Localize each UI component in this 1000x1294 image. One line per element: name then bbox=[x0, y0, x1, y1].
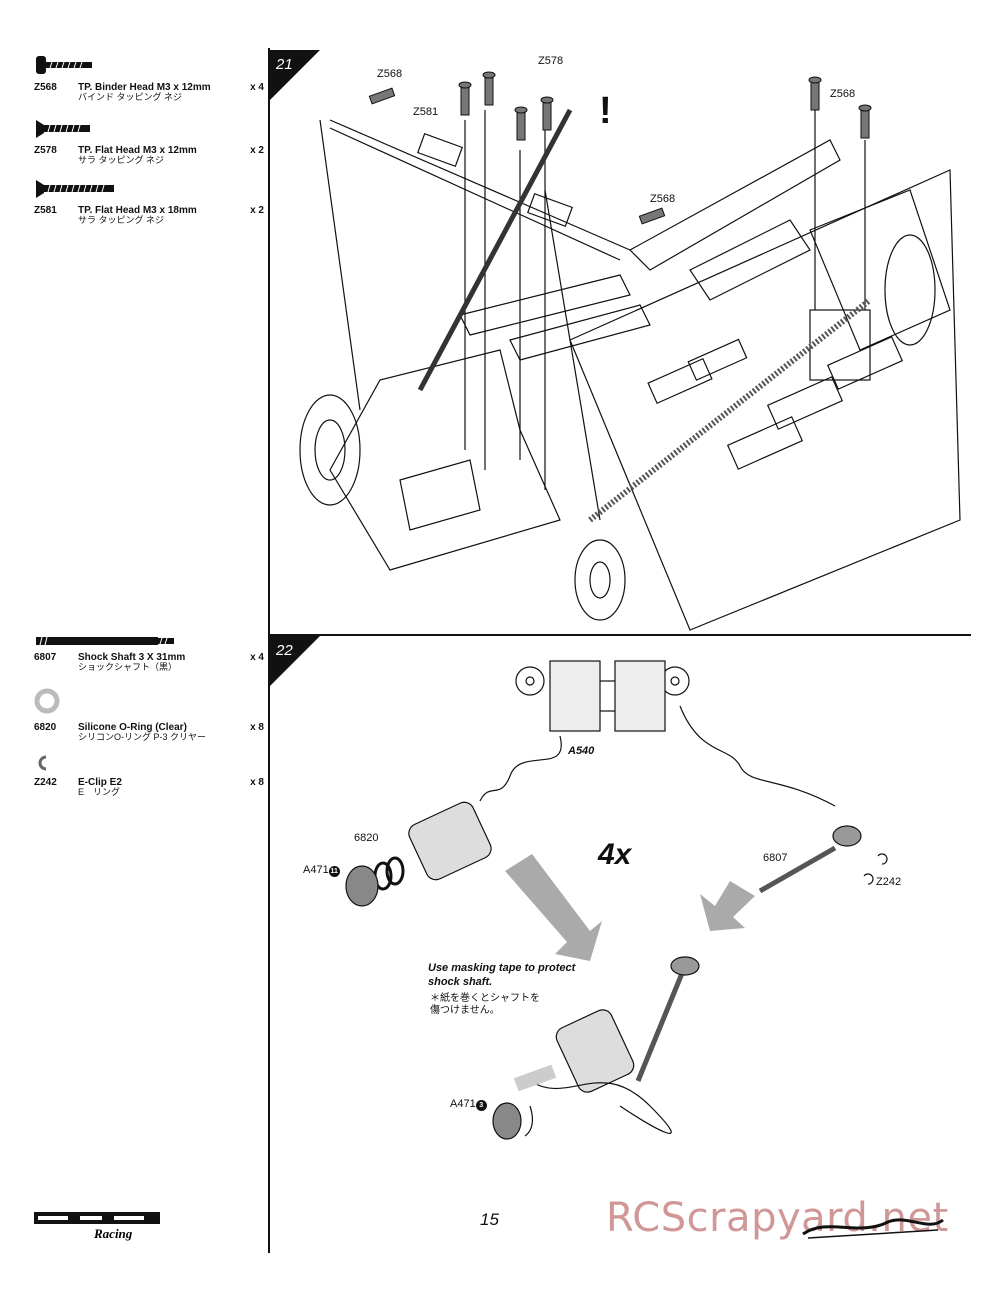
page-number: 15 bbox=[480, 1210, 499, 1229]
part-name: E-Clip E2 bbox=[78, 777, 122, 788]
part-qty: x 4 bbox=[250, 652, 264, 663]
callout-6807: 6807 bbox=[763, 852, 788, 864]
warning-mark: ! bbox=[599, 90, 612, 132]
part-qty: x 4 bbox=[250, 82, 264, 93]
step-22-badge: 22 bbox=[270, 636, 320, 686]
callout-z242: Z242 bbox=[876, 876, 902, 888]
step-number: 21 bbox=[276, 56, 293, 73]
callout-z568: Z568 bbox=[650, 193, 676, 205]
callout-number-badge: 11 bbox=[328, 866, 340, 877]
part-qty: x 2 bbox=[250, 145, 264, 156]
part-code: Z242 bbox=[34, 777, 57, 788]
sprint-logo bbox=[802, 1218, 944, 1239]
callout-6820: 6820 bbox=[354, 832, 379, 844]
hpi-racing-logo: Racing bbox=[34, 1212, 160, 1241]
callout-z581: Z581 bbox=[413, 106, 439, 118]
part-name: Shock Shaft 3 X 31mm bbox=[78, 652, 186, 663]
part-code: 6820 bbox=[34, 722, 57, 733]
part-name: TP. Binder Head M3 x 12mm bbox=[78, 82, 211, 93]
part-name: TP. Flat Head M3 x 12mm bbox=[78, 145, 197, 156]
part-name: Silicone O-Ring (Clear) bbox=[78, 722, 187, 733]
binder-screw-icon bbox=[36, 56, 92, 74]
flat-screw-icon bbox=[36, 120, 90, 138]
step-21-badge: 21 bbox=[270, 50, 320, 100]
shock-assembly-illustration bbox=[345, 660, 888, 1140]
part-name-jp: E リング bbox=[78, 787, 121, 797]
part-name: TP. Flat Head M3 x 18mm bbox=[78, 205, 197, 216]
callout-z578: Z578 bbox=[538, 55, 564, 67]
part-name-jp: サラ タッピング ネジ bbox=[78, 215, 165, 225]
callout-code: A471 bbox=[303, 864, 329, 876]
step-number: 22 bbox=[276, 642, 293, 659]
part-name-jp: バインド タッピング ネジ bbox=[78, 92, 183, 102]
callout-z568: Z568 bbox=[830, 88, 856, 100]
part-name-jp: シリコンO-リング P-3 クリヤー bbox=[78, 732, 207, 742]
part-code: Z568 bbox=[34, 82, 57, 93]
shock-shaft-icon bbox=[36, 636, 174, 646]
part-code: Z581 bbox=[34, 205, 57, 216]
part-qty: x 8 bbox=[250, 722, 264, 733]
callout-code: A471 bbox=[450, 1098, 476, 1110]
part-qty: x 8 bbox=[250, 777, 264, 788]
e-clip-icon bbox=[38, 755, 47, 771]
part-code: 6807 bbox=[34, 652, 57, 663]
o-ring-icon bbox=[34, 688, 60, 714]
masking-tape-note-jp: ＊紙を巻くとシャフトを傷つけません。 bbox=[430, 993, 540, 1016]
callout-number-badge: 3 bbox=[475, 1100, 487, 1111]
masking-tape-note: Use masking tape to protect shock shaft. bbox=[428, 962, 576, 988]
callout-a540: A540 bbox=[568, 745, 595, 757]
part-name-jp: サラ タッピング ネジ bbox=[78, 155, 165, 165]
part-qty: x 2 bbox=[250, 205, 264, 216]
callout-z568: Z568 bbox=[377, 68, 403, 80]
long-flat-screw-icon bbox=[36, 180, 114, 198]
step-divider-horizontal bbox=[268, 634, 971, 636]
page-divider-vertical bbox=[268, 48, 270, 1253]
chassis-assembly-illustration bbox=[299, 71, 961, 631]
multiplier-label: 4x bbox=[598, 838, 632, 871]
part-name-jp: ショックシャフト（黒） bbox=[78, 662, 178, 672]
svg-text:Racing: Racing bbox=[93, 1226, 133, 1241]
part-code: Z578 bbox=[34, 145, 57, 156]
